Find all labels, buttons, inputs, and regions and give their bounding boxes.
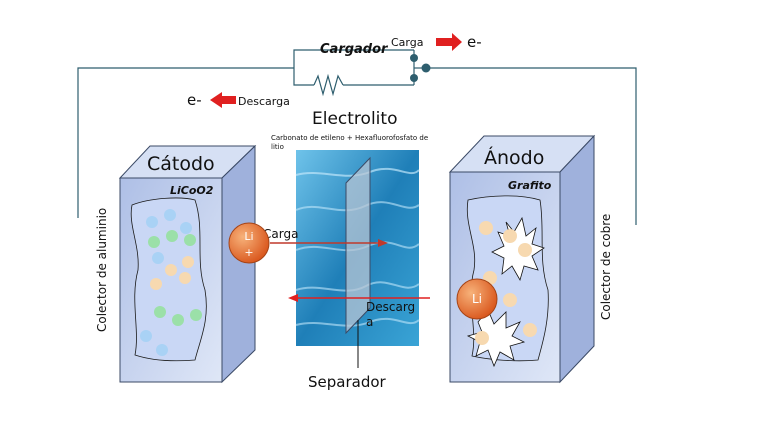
wire-right (426, 67, 637, 225)
wire-charger-top (293, 49, 414, 68)
discharge-ion-arrow (288, 294, 430, 302)
separator-plane (345, 156, 371, 335)
discharge-label-top: Descarga (238, 95, 290, 108)
resistor-icon (313, 73, 344, 97)
cathode-lithium-ion: Li + (228, 222, 270, 264)
electrolyte-title: Electrolito (312, 109, 397, 129)
wire-left (77, 67, 294, 218)
anode-graphite-layers (466, 216, 545, 368)
cathode-particles (140, 209, 202, 356)
wire-charger-bottom (293, 68, 314, 86)
electrolyte-composition-2: litio (271, 143, 284, 151)
anode-title: Ánodo (484, 146, 544, 169)
cathode-material: LiCoO2 (170, 184, 214, 197)
switch-icon (410, 54, 431, 82)
discharge-ion-label-1: Descarg (366, 300, 415, 314)
anode-material: Grafito (508, 179, 552, 192)
anode-lithium-ion: Li (456, 278, 498, 320)
charger-label: Cargador (320, 42, 389, 57)
charge-arrow-icon (436, 33, 462, 51)
cathode-title: Cátodo (147, 153, 215, 175)
electron-label-discharge: e- (187, 91, 202, 109)
charge-ion-label: Carga (263, 227, 298, 241)
electron-label-top: e- (467, 33, 482, 51)
separator-label: Separador (308, 373, 387, 391)
external-circuit (77, 49, 637, 225)
discharge-ion-label-2: a (366, 315, 373, 329)
svg-text:Li: Li (244, 230, 253, 243)
svg-text:+: + (244, 246, 253, 259)
svg-text:Li: Li (472, 292, 482, 306)
charge-ion-arrow (270, 239, 388, 247)
electrolyte-composition-1: Carbonato de etileno + Hexafluorofosfato… (271, 134, 428, 142)
discharge-arrow-icon (210, 92, 236, 108)
anode-collector: Colector de cobre (599, 214, 613, 320)
cathode-collector: Colector de aluminio (95, 208, 109, 332)
charge-label-top: Carga (391, 36, 423, 49)
anode-particles (475, 221, 537, 345)
